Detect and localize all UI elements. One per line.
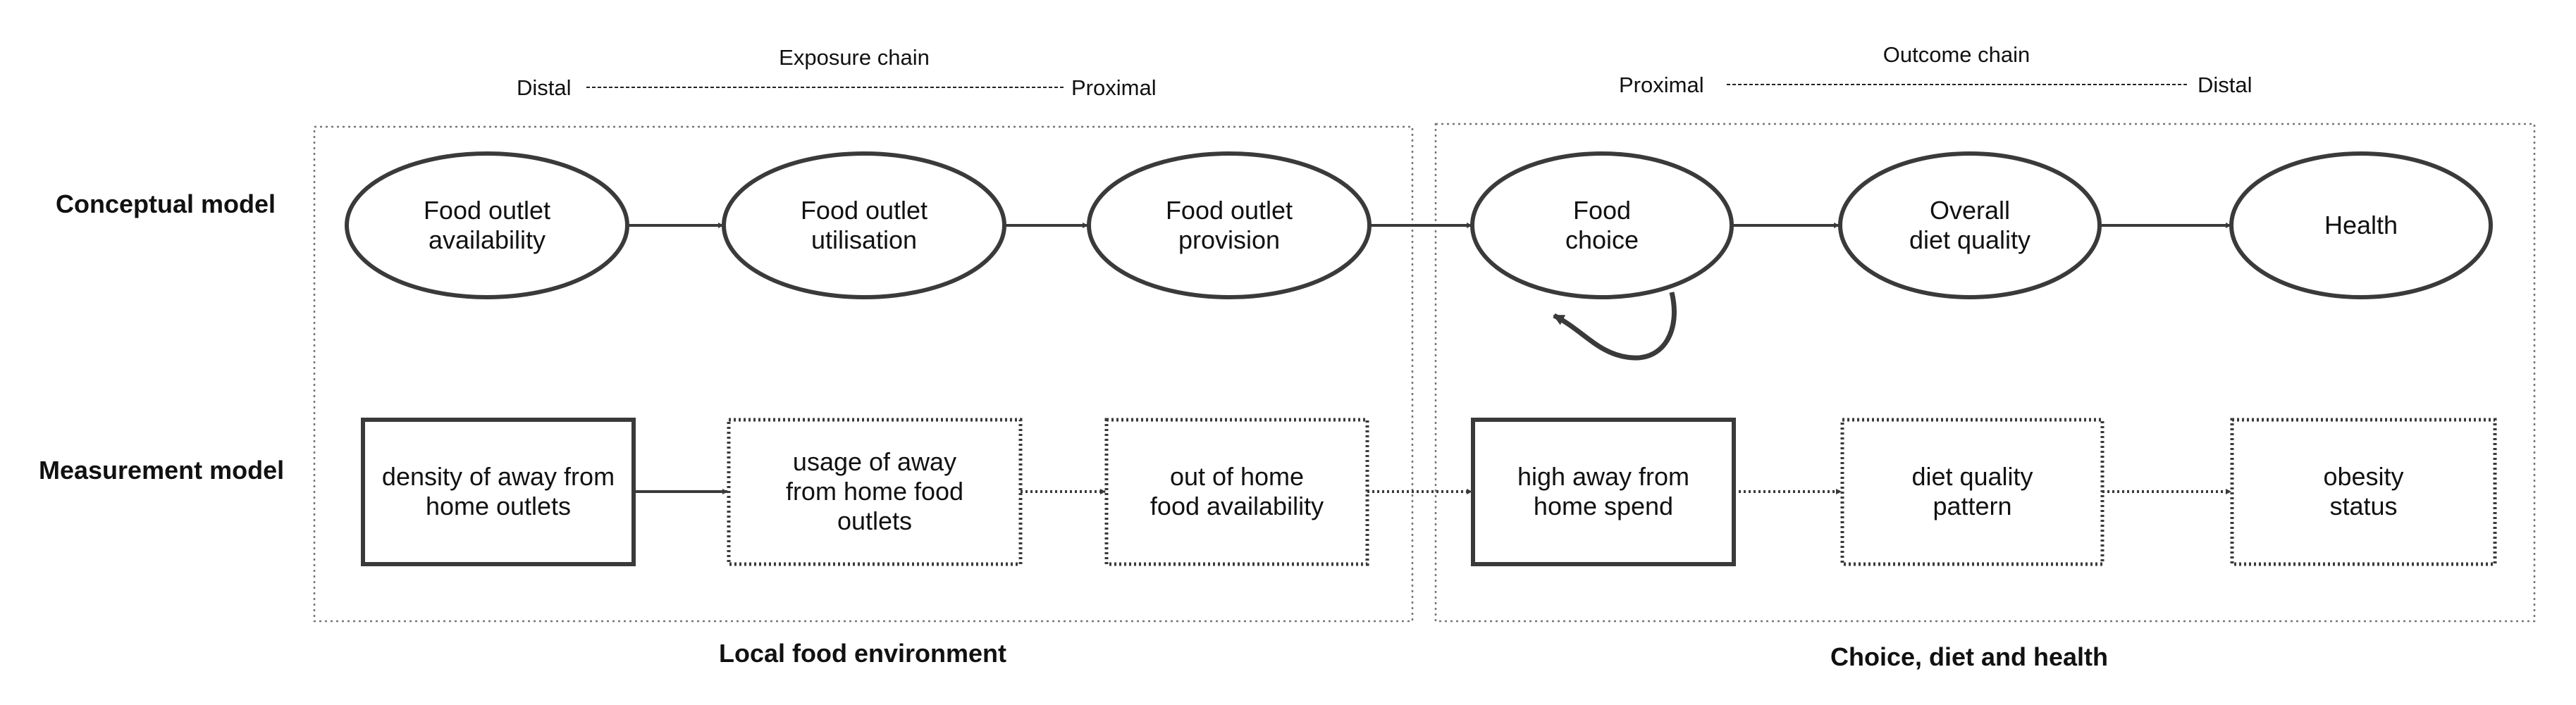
- concept-ellipse: [345, 151, 629, 299]
- region-label-local-food-environment: Local food environment: [719, 639, 1006, 668]
- outcome-chain-title: Outcome chain: [1883, 42, 2030, 67]
- measurement-box: [2230, 418, 2497, 566]
- measurement-label-line: density of away from: [382, 462, 615, 491]
- self-loop-arrow-food-choice: [1553, 292, 1677, 361]
- measurement-label-line: home outlets: [426, 492, 571, 520]
- region-local-food-environment: [313, 125, 1414, 623]
- concept-label-line: Food outlet: [1166, 196, 1293, 225]
- measurement-box: [1840, 418, 2104, 566]
- measurement-box: [727, 418, 1023, 566]
- concept-label-line: Food: [1573, 196, 1631, 225]
- measurement-label-line: pattern: [1933, 492, 2011, 520]
- row-label-conceptual: Conceptual model: [56, 189, 276, 218]
- exposure-chain-header: Exposure chain Distal Proximal: [517, 45, 1157, 100]
- measurement-label-line: outlets: [837, 506, 912, 535]
- row-label-measurement: Measurement model: [39, 456, 284, 485]
- concept-ellipse: [1470, 151, 1734, 299]
- region-choice-diet-health: [1434, 123, 2536, 623]
- region-label-choice-diet-health: Choice, diet and health: [1830, 642, 2108, 671]
- measurement-box: [361, 418, 636, 566]
- measurement-box: [1471, 418, 1736, 566]
- measurement-label-line: from home food: [786, 477, 963, 506]
- measurement-label-line: obesity: [2323, 462, 2403, 491]
- measurement-box: [1104, 418, 1369, 566]
- exposure-chain-right: Proximal: [1071, 75, 1157, 100]
- measurement-label-line: high away from: [1517, 462, 1689, 491]
- concept-label-line: utilisation: [811, 225, 917, 254]
- outcome-chain-header: Outcome chain Proximal Distal: [1619, 42, 2253, 97]
- concept-label-line: availability: [429, 225, 546, 254]
- concept-label-line: Food outlet: [424, 196, 550, 225]
- measurement-label-line: food availability: [1150, 492, 1324, 520]
- concept-ellipse: [1838, 151, 2102, 299]
- concept-ellipse: [1087, 151, 1372, 299]
- measurement-label-line: home spend: [1534, 492, 1673, 520]
- concept-label-line: provision: [1178, 225, 1280, 254]
- concept-ellipse: [2229, 151, 2493, 299]
- measurement-label-line: diet quality: [1911, 462, 2033, 491]
- measurement-label-line: usage of away: [793, 447, 956, 476]
- concept-label-line: choice: [1565, 225, 1639, 254]
- concept-label-line: Overall: [1930, 196, 2010, 225]
- outcome-chain-left: Proximal: [1619, 73, 1704, 97]
- concept-label-line: diet quality: [1909, 225, 2030, 254]
- concept-node: Health: [2229, 151, 2493, 299]
- exposure-chain-left: Distal: [517, 75, 572, 100]
- concept-label-line: Food outlet: [801, 196, 928, 225]
- measurement-label-line: status: [2329, 492, 2397, 520]
- outcome-chain-right: Distal: [2198, 73, 2253, 97]
- exposure-chain-title: Exposure chain: [779, 45, 930, 70]
- concept-label-line: Health: [2324, 211, 2398, 239]
- concept-ellipse: [722, 151, 1006, 299]
- measurement-label-line: out of home: [1170, 462, 1304, 491]
